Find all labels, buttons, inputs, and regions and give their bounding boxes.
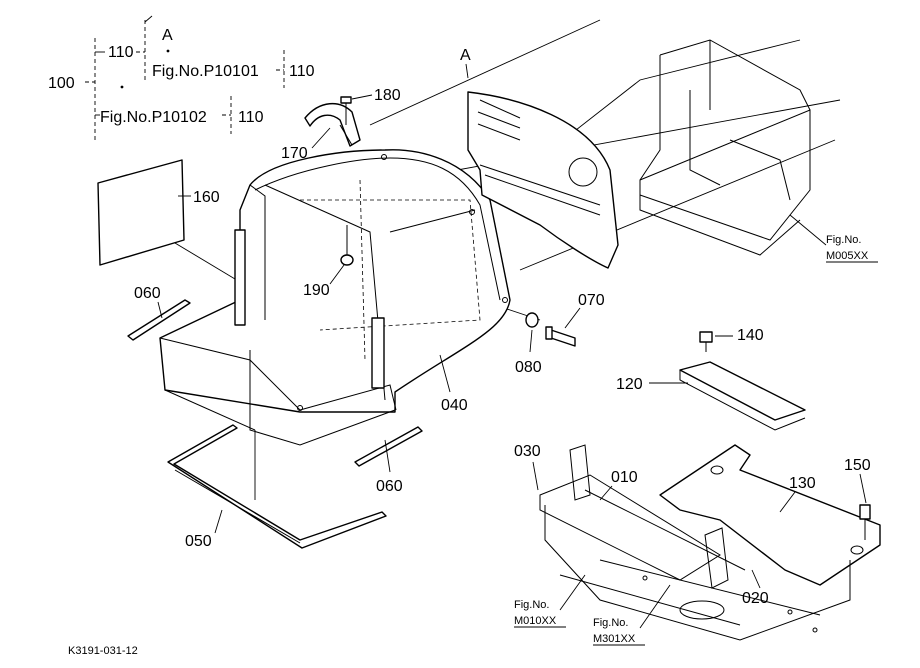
tree-110-a: 110 (108, 44, 134, 61)
fig-ref-m010-label: Fig.No. (514, 599, 549, 611)
front-panel (467, 91, 619, 269)
washer-080 (525, 312, 539, 328)
seal-050 (167, 424, 387, 549)
label-120: 120 (616, 376, 643, 393)
drawing-code: K3191-031-12 (68, 645, 138, 657)
bolt-180 (340, 96, 352, 125)
label-060-top: 060 (134, 285, 161, 302)
tree-fig-p10101: Fig.No.P10101 (152, 63, 259, 80)
strip-060-bottom (354, 426, 423, 467)
floor-plate-130 (659, 444, 881, 586)
tree-root-100: 100 (48, 75, 75, 92)
part-labels: 160 170 180 190 060 040 060 050 070 080 … (134, 87, 871, 607)
label-130: 130 (789, 475, 816, 492)
label-020: 020 (742, 590, 769, 607)
fig-ref-m005-code: M005XX (826, 250, 869, 262)
bolt-150 (859, 504, 871, 540)
base-frame (539, 444, 851, 641)
tree-110-b: 110 (289, 63, 315, 80)
fig-ref-m301-label: Fig.No. (593, 617, 628, 629)
label-170: 170 (281, 145, 308, 162)
bolt-070 (545, 326, 576, 347)
label-010: 010 (611, 469, 638, 486)
part-tree: 100 110 A Fig.No.P10101 110 Fig.No.P1010… (48, 15, 315, 140)
panel-160 (97, 159, 185, 266)
fig-ref-m010-code: M010XX (514, 615, 557, 627)
label-160: 160 (193, 189, 220, 206)
strip-060-top (127, 299, 191, 341)
tree-fig-p10102: Fig.No.P10102 (100, 109, 207, 126)
tree-ref-a: A (162, 27, 173, 44)
bracket-120 (679, 361, 806, 431)
hood-040 (159, 149, 511, 446)
label-060-bottom: 060 (376, 478, 403, 495)
fig-ref-m005-label: Fig.No. (826, 234, 861, 246)
frame-m005 (639, 39, 811, 256)
fig-refs: Fig.No. M005XX Fig.No. M010XX Fig.No. M3… (514, 214, 878, 646)
label-050: 050 (185, 533, 212, 550)
fig-ref-m301-code: M301XX (593, 633, 636, 645)
label-040: 040 (441, 397, 468, 414)
nut-190 (340, 225, 354, 266)
label-030: 030 (514, 443, 541, 460)
handle-170 (304, 103, 361, 147)
marker-a: A (460, 47, 471, 64)
label-150: 150 (844, 457, 871, 474)
label-180: 180 (374, 87, 401, 104)
bolt-140 (699, 331, 713, 352)
tree-110-c: 110 (238, 109, 264, 126)
label-070: 070 (578, 292, 605, 309)
label-140: 140 (737, 327, 764, 344)
label-190: 190 (303, 282, 330, 299)
label-080: 080 (515, 359, 542, 376)
